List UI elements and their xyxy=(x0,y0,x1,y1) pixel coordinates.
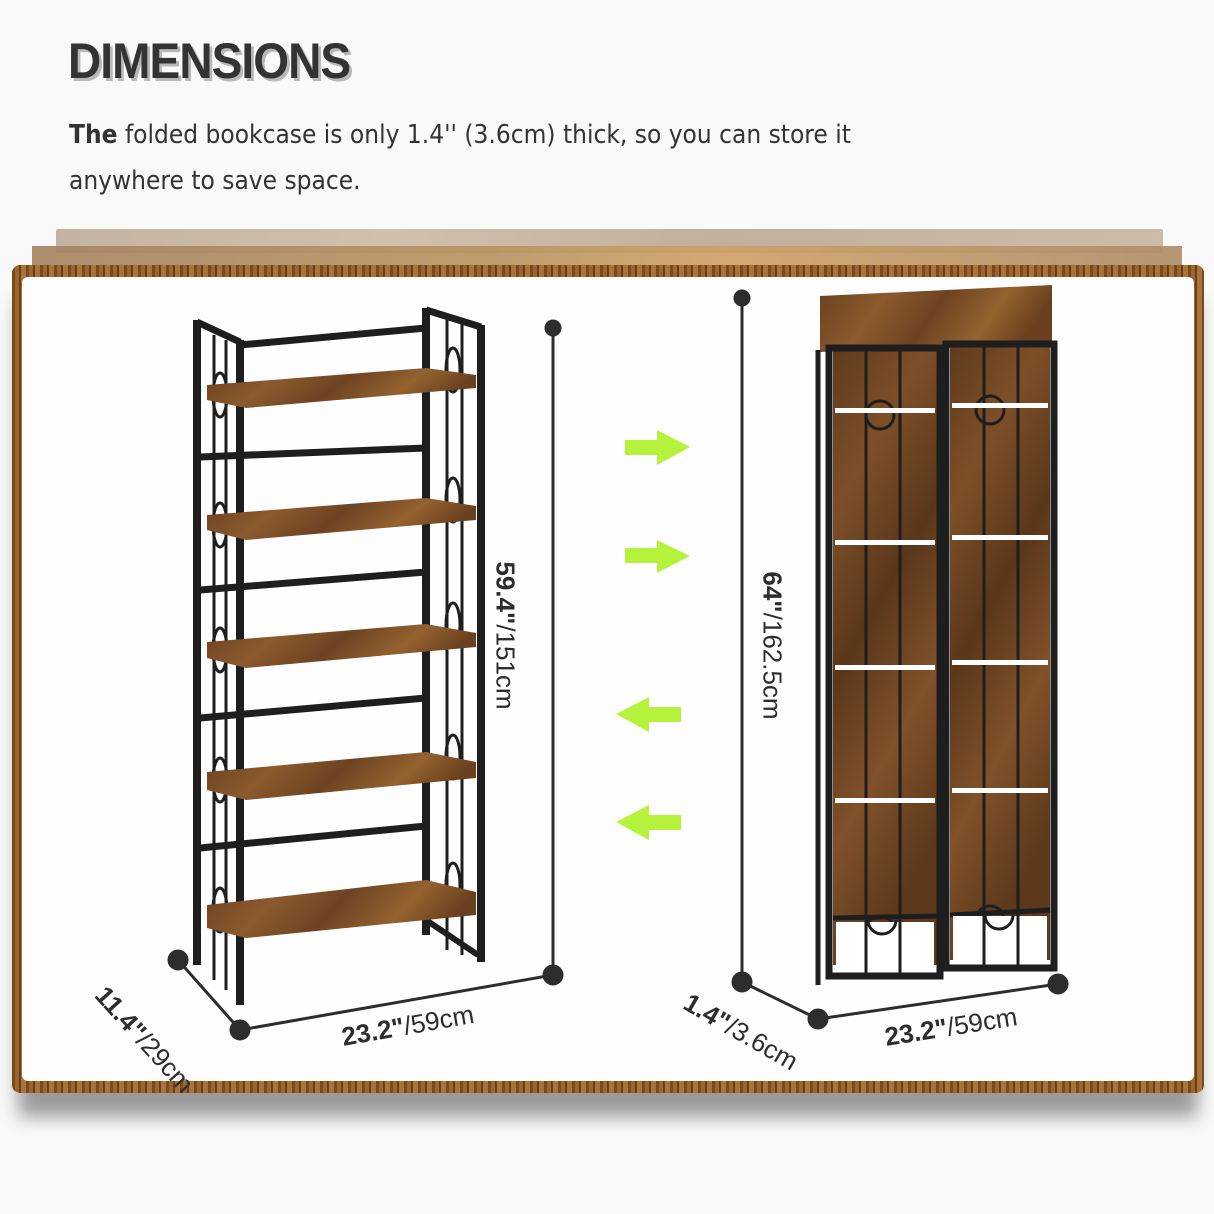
folded-height-label: 64"/162.5cm xyxy=(757,571,788,720)
arrow-left-icon xyxy=(616,697,681,732)
wood-board-middle-layer xyxy=(32,246,1182,268)
folded-dimension-lines xyxy=(731,289,1069,1030)
unfolded-dimension-lines xyxy=(167,319,564,1041)
folded-bookcase xyxy=(815,285,1058,985)
page-title: DIMENSIONS xyxy=(68,33,351,89)
arrow-left-icon xyxy=(616,805,681,840)
description-text: folded bookcase is only 1.4'' (3.6cm) th… xyxy=(69,120,851,196)
arrow-right-icon xyxy=(625,430,690,465)
fold-arrows xyxy=(616,430,690,840)
unfolded-shelves xyxy=(207,368,476,938)
description-bold: The xyxy=(69,120,118,150)
description: The folded bookcase is only 1.4'' (3.6cm… xyxy=(69,112,897,204)
unfolded-height-label: 59.4"/151cm xyxy=(490,561,521,710)
arrow-right-icon xyxy=(625,540,690,573)
